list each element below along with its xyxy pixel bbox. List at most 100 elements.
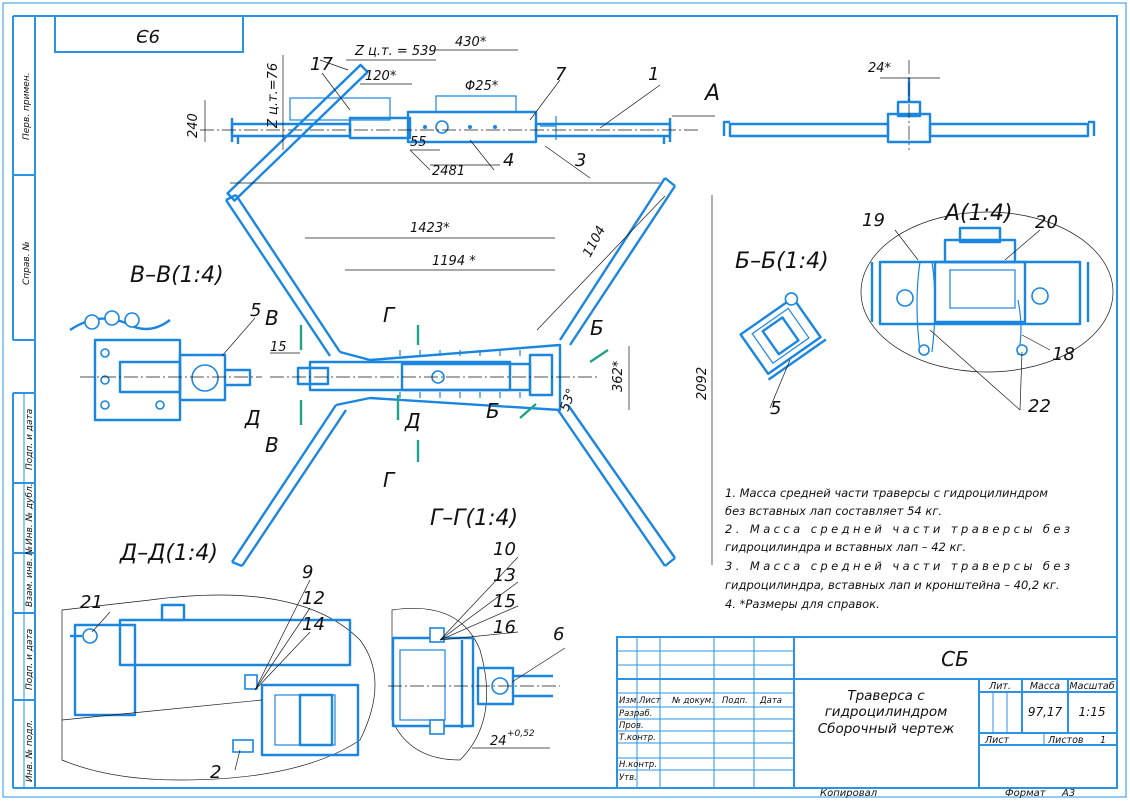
dim-430: 430* — [455, 35, 487, 50]
mass-value: 97,17 — [1028, 705, 1063, 719]
dim-1104: 1104 — [580, 224, 609, 260]
col-list: Лист — [638, 696, 662, 706]
doc-code: СБ — [941, 647, 969, 671]
dim-2481: 2481 — [432, 164, 465, 179]
header-scale: Масштаб — [1069, 681, 1114, 692]
callout-2: 2 — [210, 762, 221, 783]
stamp-code: 9Э — [136, 25, 160, 46]
side-label-sprav: Справ. № — [22, 241, 32, 285]
col-izm: Изм. — [619, 696, 639, 706]
note-line-1: 1. Масса средней части траверсы с гидроц… — [725, 486, 1048, 500]
section-markers — [299, 325, 609, 462]
dim-24a: 24* — [868, 61, 892, 76]
dim-zcm: Z ц.т. = 539 — [354, 44, 437, 59]
scale-value: 1:15 — [1079, 705, 1106, 719]
dim-55: 55 — [410, 135, 427, 150]
footer-format: Формат — [1005, 788, 1047, 799]
title-line-2: гидроцилиндром — [825, 704, 948, 720]
title-line-3: Сборочный чертеж — [818, 721, 955, 737]
callout-14: 14 — [302, 614, 325, 635]
view-title-a: А(1:4) — [943, 201, 1013, 226]
view-a — [860, 211, 1114, 373]
dim-tol: +0,52 — [507, 729, 535, 739]
sheet-label: Лист — [984, 735, 1010, 746]
view-bb-sect — [739, 292, 827, 381]
title-block-texts: СБ Траверса с гидроцилиндром Сборочный ч… — [619, 647, 1115, 783]
callout-6: 6 — [553, 624, 564, 645]
col-doc: № докум. — [671, 696, 714, 706]
callout-5a: 5 — [250, 300, 261, 321]
side-label-vzam: Взам. инв. № — [25, 546, 35, 607]
side-label-podp2: Подп. и дата — [25, 629, 35, 690]
dim-24b: 24 — [490, 734, 507, 749]
callout-3: 3 — [575, 150, 586, 171]
note-line-5: 3. Масса средней части траверсы без — [725, 559, 1070, 573]
col-date: Дата — [759, 696, 782, 706]
callout-5b: 5 — [770, 398, 781, 419]
side-label-dubl: Инв. № дубл. — [25, 483, 35, 545]
arrow-letter-a: А — [703, 81, 720, 106]
title-block — [616, 636, 1118, 789]
dimension-texts: Z ц.т. = 539 430* 120* Φ25* Z ц.т.=76 24… — [186, 35, 892, 749]
dim-240: 240 — [186, 113, 201, 138]
side-label-podl: Инв. № подл. — [25, 720, 35, 782]
section-letter-g2: Г — [383, 468, 396, 492]
note-line-6: гидроцилиндра, вставных лап и кронштейна… — [725, 578, 1060, 592]
title-line-1: Траверса с — [847, 688, 925, 704]
section-letter-b1: Б — [590, 316, 604, 340]
plan-view-x — [225, 63, 677, 568]
callout-9: 9 — [302, 562, 313, 583]
view-title-gg: Г–Г(1:4) — [430, 506, 518, 531]
dim-2092: 2092 — [695, 367, 710, 400]
header-mass: Масса — [1030, 681, 1060, 692]
dim-1423: 1423* — [410, 221, 450, 236]
callout-13: 13 — [493, 565, 516, 586]
dim-zcm76: Z ц.т.=76 — [266, 63, 281, 129]
callout-1: 1 — [648, 64, 659, 85]
callout-18: 18 — [1052, 344, 1075, 365]
callouts: 1 2 3 4 5 5 6 7 9 10 12 13 14 15 16 17 1… — [80, 54, 1075, 783]
footer-format-value: A3 — [1061, 788, 1075, 799]
callout-22: 22 — [1028, 396, 1051, 417]
section-letter-d1: Д — [244, 406, 261, 430]
sheets-value: 1 — [1100, 735, 1106, 746]
note-line-7: 4. *Размеры для справок. — [725, 597, 880, 611]
role-tkontr: Т.контр. — [619, 733, 656, 743]
dimension-lines — [91, 49, 1051, 771]
callout-17: 17 — [310, 54, 333, 75]
dim-120: 120* — [365, 69, 397, 84]
view-gg — [388, 607, 560, 761]
note-line-3: 2. Масса средней части траверсы без — [725, 522, 1070, 536]
section-letter-v1: В — [265, 306, 279, 330]
section-letter-b2: Б — [486, 399, 500, 423]
callout-10: 10 — [493, 539, 516, 560]
footer: Копировал Формат A3 — [820, 788, 1075, 799]
callout-19: 19 — [862, 210, 885, 231]
callout-15: 15 — [493, 591, 516, 612]
note-line-2: без вставных лап составляет 54 кг. — [725, 504, 942, 518]
callout-4: 4 — [503, 150, 514, 171]
dim-15: 15 — [270, 340, 287, 355]
note-line-4: гидроцилиндра и вставных лап – 42 кг. — [725, 540, 966, 554]
dim-53: 53° — [558, 387, 580, 414]
section-letter-v2: В — [265, 433, 279, 457]
footer-copied: Копировал — [820, 788, 878, 799]
dim-362: 362* — [611, 360, 626, 392]
section-bb-view — [69, 310, 262, 422]
technical-notes: 1. Масса средней части траверсы с гидроц… — [725, 486, 1070, 611]
side-label-podp1: Подп. и дата — [25, 409, 35, 470]
side-label-perv: Перв. примен. — [22, 72, 32, 140]
callout-16: 16 — [493, 617, 516, 638]
role-prov: Пров. — [619, 721, 644, 731]
callout-20: 20 — [1035, 212, 1058, 233]
callout-21: 21 — [80, 592, 103, 613]
header-lit: Лит. — [988, 681, 1011, 692]
view-dd — [61, 594, 376, 781]
dim-phi25: Φ25* — [465, 79, 499, 94]
view-title-vv: В–В(1:4) — [130, 263, 224, 288]
callout-7: 7 — [555, 64, 567, 85]
callout-12: 12 — [302, 588, 325, 609]
view-title-bb: Б–Б(1:4) — [735, 249, 829, 274]
